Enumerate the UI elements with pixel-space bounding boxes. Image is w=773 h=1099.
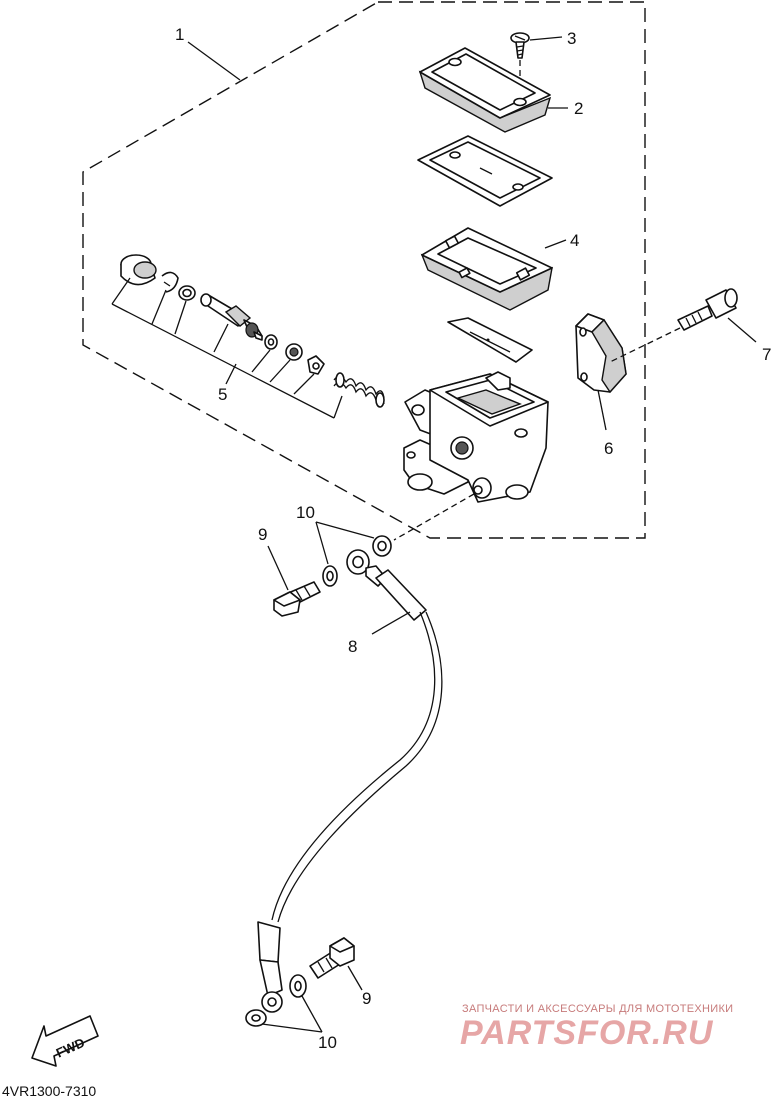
- part-4-diaphragm: [420, 227, 553, 311]
- callout-8: 8: [348, 637, 357, 656]
- leader-10-upper: [315, 521, 375, 565]
- fwd-arrow-icon: FWD: [31, 1015, 99, 1067]
- callout-6: 6: [604, 439, 613, 458]
- leader-7: [727, 317, 757, 343]
- part-5-piston-kit: [120, 254, 385, 408]
- leader-9-upper: [267, 545, 289, 591]
- leader-10-lower: [261, 995, 323, 1033]
- part-9-union-bolt-upper: [273, 581, 321, 617]
- callout-1: 1: [175, 25, 184, 44]
- part-10-washers-lower: [245, 974, 307, 1027]
- callout-4: 4: [570, 231, 579, 250]
- leader-8: [371, 611, 411, 635]
- callout-5: 5: [218, 385, 227, 404]
- leader-6: [597, 389, 607, 431]
- diagram-code: 4VR1300-7310: [2, 1083, 97, 1099]
- part-3-screw: [510, 32, 530, 59]
- part-8-brake-hose: [257, 549, 443, 1013]
- watermark-tagline: ЗАПЧАСТИ И АКСЕССУАРЫ ДЛЯ МОТОТЕХНИКИ: [462, 1003, 734, 1015]
- float-plate: [447, 317, 533, 363]
- part-7-bolt: [677, 288, 738, 331]
- leader-3: [529, 36, 563, 41]
- axis-outlet: [393, 493, 475, 541]
- part-9-union-bolt-lower: [309, 937, 355, 979]
- watermark-brand: PARTSFOR.RU: [460, 1014, 714, 1052]
- part-6-clamp: [575, 313, 627, 394]
- callout-7: 7: [762, 345, 771, 364]
- callout-2: 2: [574, 99, 583, 118]
- leader-4: [544, 239, 567, 249]
- assembly-boundary: [82, 1, 646, 539]
- leader-9-lower: [347, 965, 363, 991]
- diaphragm-plate: [417, 135, 553, 207]
- part-10-washers-upper: [322, 535, 392, 587]
- axis-7: [609, 327, 681, 363]
- callout-3: 3: [567, 29, 576, 48]
- leader-5: [111, 277, 343, 419]
- part-2-reservoir-cap: [418, 47, 552, 133]
- callout-9-lower: 9: [362, 989, 371, 1008]
- callout-9-upper: 9: [258, 525, 267, 544]
- callout-10-lower: 10: [318, 1033, 337, 1052]
- master-cylinder-body: [403, 371, 549, 503]
- leader-1: [187, 41, 241, 81]
- callout-10-upper: 10: [296, 503, 315, 522]
